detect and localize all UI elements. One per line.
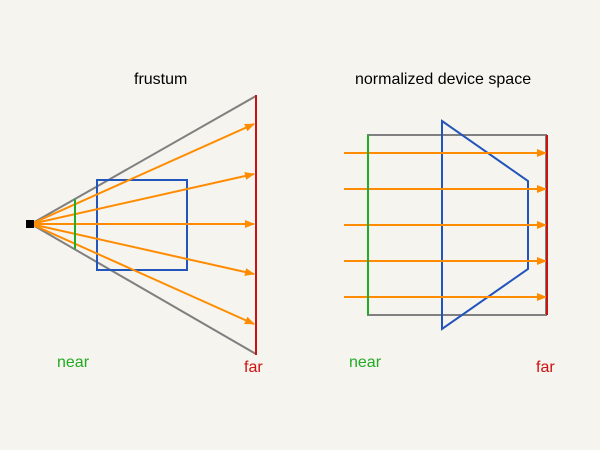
ndc-near-label: near	[349, 354, 382, 371]
frustum-ray	[30, 172, 255, 225]
frustum-title: frustum	[134, 71, 188, 88]
eye-point	[26, 220, 34, 228]
frustum-ray	[30, 123, 255, 225]
frustum-bottom-edge	[30, 223, 257, 355]
ndc-title: normalized device space	[355, 71, 532, 88]
frustum-ray	[30, 223, 255, 325]
ndc-far-label: far	[536, 359, 555, 376]
frustum-far-label: far	[244, 359, 263, 376]
ndc-panel	[344, 119, 548, 331]
frustum-top-edge	[30, 95, 257, 225]
ndc-distorted-object	[441, 119, 529, 331]
frustum-panel	[26, 95, 257, 355]
frustum-ray	[30, 223, 255, 276]
frustum-near-label: near	[57, 354, 90, 371]
